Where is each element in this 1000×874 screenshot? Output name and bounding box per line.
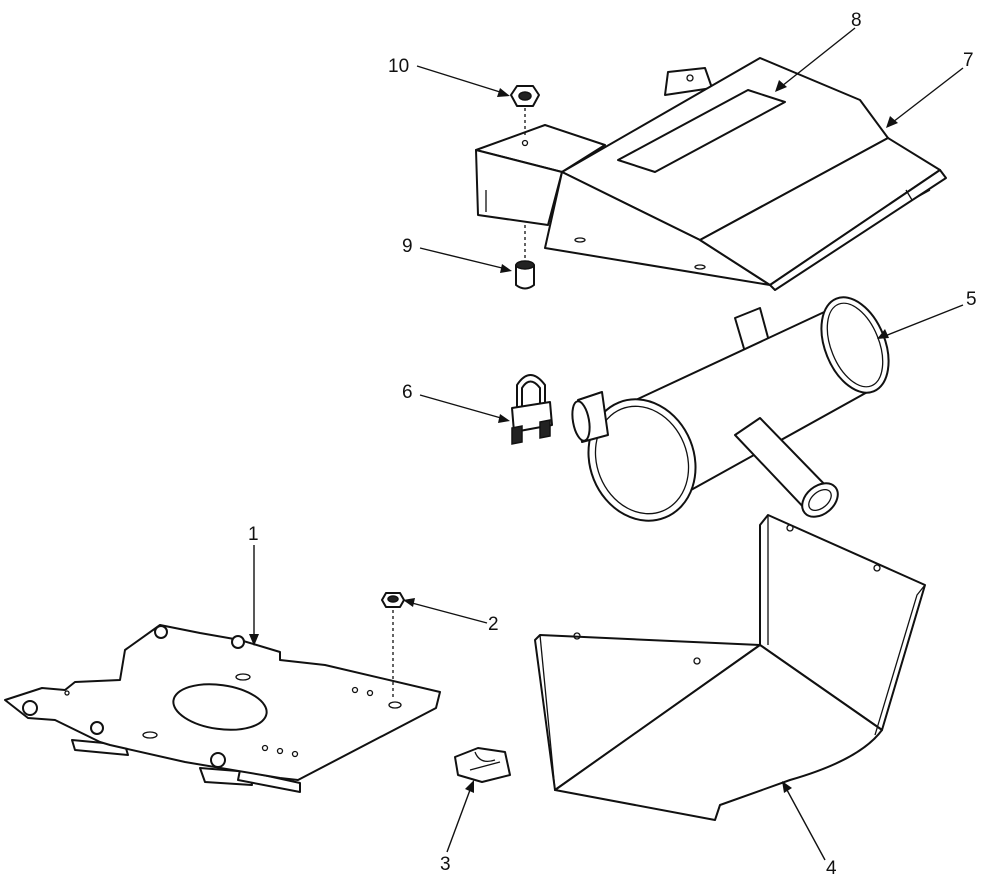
callout-4: 4 <box>826 858 837 874</box>
callout-leader-lines <box>249 27 964 861</box>
part-9-spacer <box>515 225 535 290</box>
part-7-shield-cover <box>475 57 947 291</box>
callout-6: 6 <box>402 382 413 403</box>
callout-1: 1 <box>248 524 259 545</box>
part-6-u-bolt-clamp <box>511 374 553 445</box>
callout-7: 7 <box>963 50 974 71</box>
callout-5: 5 <box>966 289 977 310</box>
part-2-nut <box>381 592 405 700</box>
callout-9: 9 <box>402 236 413 257</box>
callout-8: 8 <box>851 10 862 31</box>
part-5-muffler <box>571 296 890 522</box>
callout-2: 2 <box>488 614 499 635</box>
part-4-heat-shield <box>534 514 926 821</box>
part-3-clip <box>454 747 511 783</box>
part-1-mounting-plate <box>4 624 441 793</box>
callout-3: 3 <box>440 854 451 874</box>
part-10-nut <box>510 85 540 138</box>
callout-10: 10 <box>388 56 409 77</box>
part-8-decal <box>617 89 786 173</box>
